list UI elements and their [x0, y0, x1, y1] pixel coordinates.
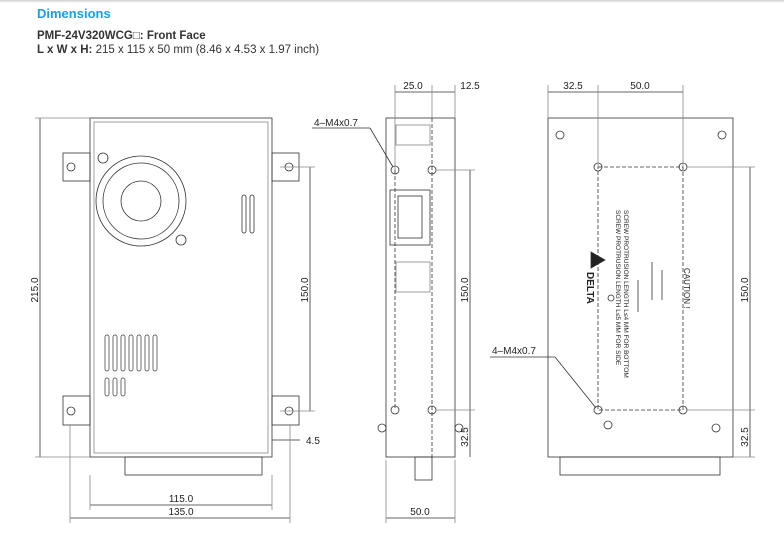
dim-front-offset: 4.5 — [306, 436, 320, 447]
dim-side-depth: 50.0 — [410, 507, 430, 518]
screw-note-side: SCREW PROTRUSION LENGTH L≤5 MM FOR SIDE — [614, 210, 621, 366]
model-line: PMF-24V320WCG□: Front Face — [37, 30, 206, 42]
rear-thread-label: 4–M4x0.7 — [492, 346, 536, 357]
dim-side-top-b: 12.5 — [460, 81, 480, 92]
size-value: 215 x 115 x 50 mm (8.46 x 4.53 x 1.97 in… — [92, 44, 320, 56]
delta-logo — [590, 251, 606, 269]
dim-rear-top-b: 50.0 — [630, 81, 650, 92]
terminal-block — [124, 456, 263, 476]
dim-side-bottom: 32.5 — [460, 427, 471, 447]
section-title: Dimensions — [37, 6, 111, 21]
size-line: L x W x H: 215 x 115 x 50 mm (8.46 x 4.5… — [37, 44, 319, 56]
terminal-block — [559, 456, 721, 476]
dim-front-height: 215.0 — [30, 277, 41, 302]
dim-side-holes: 150.0 — [460, 277, 471, 302]
rear-view — [490, 85, 755, 476]
size-label: L x W x H: — [37, 44, 93, 56]
dim-front-body-width: 115.0 — [169, 494, 194, 505]
side-view — [312, 85, 475, 523]
delta-logo-text: DELTA — [584, 272, 595, 304]
fan-icon — [95, 152, 187, 247]
front-view — [35, 117, 315, 523]
dim-front-holes: 150.0 — [300, 277, 311, 302]
dim-rear-bottom: 32.5 — [740, 427, 751, 447]
dim-side-top-a: 25.0 — [403, 81, 423, 92]
top-shadow — [0, 0, 784, 3]
dim-rear-holes: 150.0 — [740, 277, 751, 302]
screw-note-bottom: SCREW PROTRUSION LENGTH L≤4 MM FOR BOTTO… — [622, 210, 629, 378]
side-thread-label: 4–M4x0.7 — [314, 118, 358, 129]
dim-front-total-width: 135.0 — [168, 507, 193, 518]
dim-rear-top-a: 32.5 — [563, 81, 583, 92]
caution-label: CAUTION ! — [682, 268, 691, 308]
